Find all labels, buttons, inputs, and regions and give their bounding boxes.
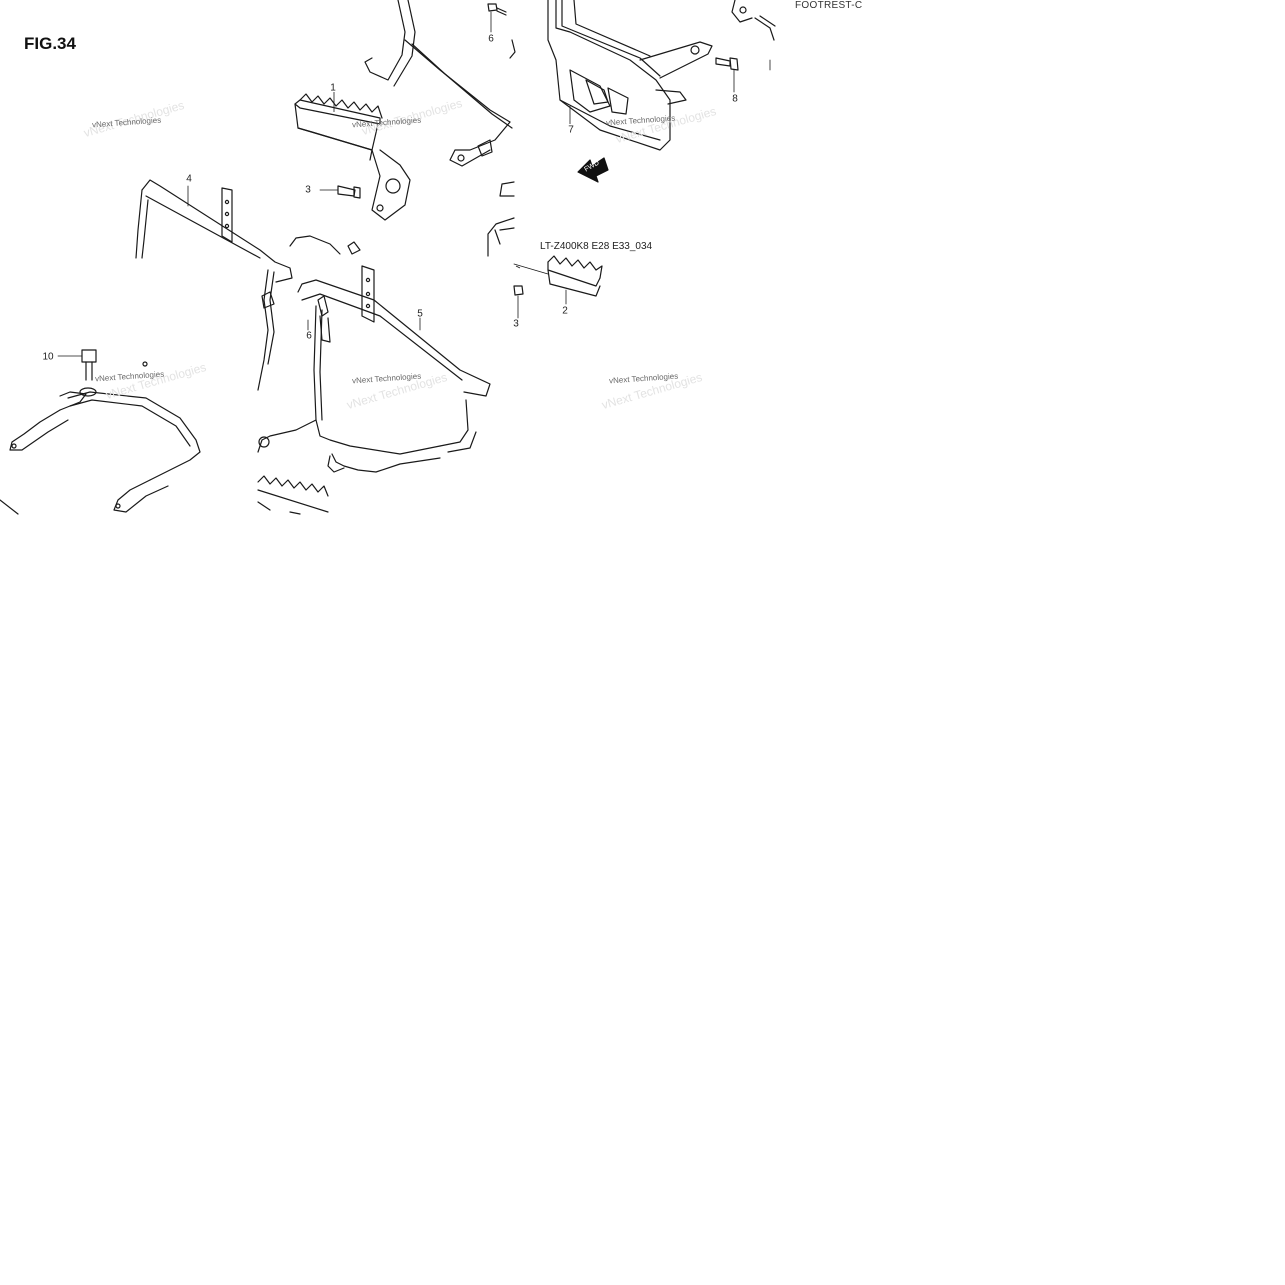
footrest-peg-2 [513,255,603,305]
rear-bracket-10 [0,349,201,515]
figure-label: FIG.34 [24,34,76,53]
bolt-3-lower [513,285,524,319]
footrest-frame-5 [257,235,491,473]
footrest-peg-1 [294,93,411,221]
fwd-arrow-icon [577,157,609,183]
callout-part-3-upper: 3 [305,184,311,196]
callout-part-5: 5 [417,308,423,320]
bolt-8 [715,57,739,93]
bracket-fragment-top-right [731,0,776,71]
bolt-3-upper [319,185,361,199]
footrest-frame-4 [135,179,293,391]
bracket-fragment-center [487,181,515,257]
callout-part-10: 10 [42,351,54,363]
leader-lines [333,92,571,269]
footrest-peg-fragment-bottom [257,475,329,515]
callout-part-7: 7 [568,124,574,136]
callout-part-4: 4 [186,173,192,185]
callout-part-2: 2 [562,305,568,317]
callout-part-6-center: 6 [306,330,312,342]
section-header-label: FOOTREST-C [795,0,863,11]
diagram-code-label: LT-Z400K8 E28 E33_034 [540,241,653,252]
footrest-frame-tube-top [364,0,516,167]
callout-part-3-lower: 3 [513,318,519,330]
callout-part-8: 8 [732,93,738,105]
callout-part-6-top: 6 [488,33,494,45]
footrest-guard-7 [547,0,713,151]
callout-part-1: 1 [330,82,336,94]
bolt-6-top [487,3,507,33]
